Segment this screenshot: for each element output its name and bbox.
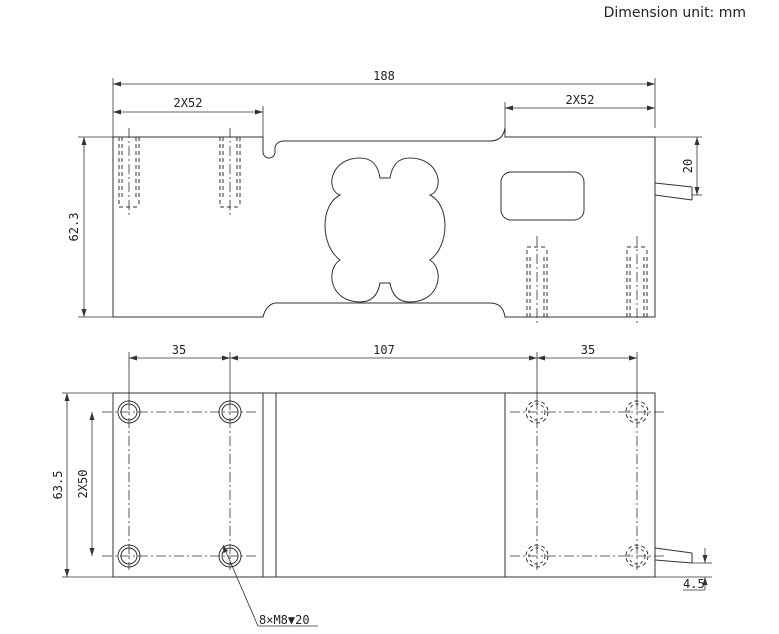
dim-cable-offset-bottom: 4.5 bbox=[655, 548, 712, 591]
threaded-hole-right-2 bbox=[626, 236, 648, 326]
dim-hole-spacing-right: 2X52 bbox=[504, 93, 655, 128]
dim-cable-offset-label: 20 bbox=[681, 159, 695, 173]
mount-hole-right-bottom-1 bbox=[525, 544, 549, 568]
threaded-hole-right-1 bbox=[526, 236, 548, 326]
mount-hole-left-bottom-2 bbox=[218, 544, 242, 568]
side-slot bbox=[500, 171, 585, 221]
side-view: 188 2X52 2X52 62.3 bbox=[67, 69, 702, 326]
dim-hole-spacing-vertical-label: 2X50 bbox=[76, 470, 90, 499]
threaded-hole-left-2 bbox=[219, 128, 241, 218]
dim-hole-spacing-vertical: 2X50 bbox=[76, 412, 95, 556]
center-cutout bbox=[324, 157, 446, 303]
dim-width: 63.5 bbox=[51, 392, 113, 578]
top-view: 35 107 35 63.5 2X50 bbox=[51, 343, 712, 627]
dim-hole-spacing-left-label: 2X52 bbox=[174, 96, 203, 110]
dim-edge-left-label: 35 bbox=[172, 343, 186, 357]
dim-edge-right-label: 35 bbox=[581, 343, 595, 357]
thread-callout: 8×M8▼20 bbox=[222, 544, 318, 627]
dim-center-span-label: 107 bbox=[373, 343, 395, 357]
cable-top-view bbox=[654, 547, 693, 564]
dim-hole-spacing-right-label: 2X52 bbox=[566, 93, 595, 107]
mount-hole-right-bottom-2 bbox=[625, 544, 649, 568]
dim-height-label: 62.3 bbox=[67, 213, 81, 242]
mount-hole-left-bottom-1 bbox=[117, 544, 141, 568]
top-view-outline bbox=[112, 392, 656, 578]
dim-hole-spacing-left: 2X52 bbox=[113, 96, 264, 137]
dim-horizontal-chain: 35 107 35 bbox=[128, 343, 638, 401]
cable bbox=[654, 182, 693, 201]
threaded-hole-left-1 bbox=[118, 128, 140, 218]
dimension-unit-note: Dimension unit: mm bbox=[603, 5, 746, 21]
dim-height: 62.3 bbox=[67, 136, 113, 318]
dim-cable-offset: 20 bbox=[655, 136, 702, 196]
dim-total-length-label: 188 bbox=[373, 69, 395, 83]
dim-total-length: 188 bbox=[112, 69, 656, 137]
side-view-outline bbox=[112, 127, 656, 318]
dim-width-label: 63.5 bbox=[51, 471, 65, 500]
thread-callout-label: 8×M8▼20 bbox=[259, 613, 310, 627]
dim-cable-offset-bottom-label: 4.5 bbox=[683, 577, 705, 591]
